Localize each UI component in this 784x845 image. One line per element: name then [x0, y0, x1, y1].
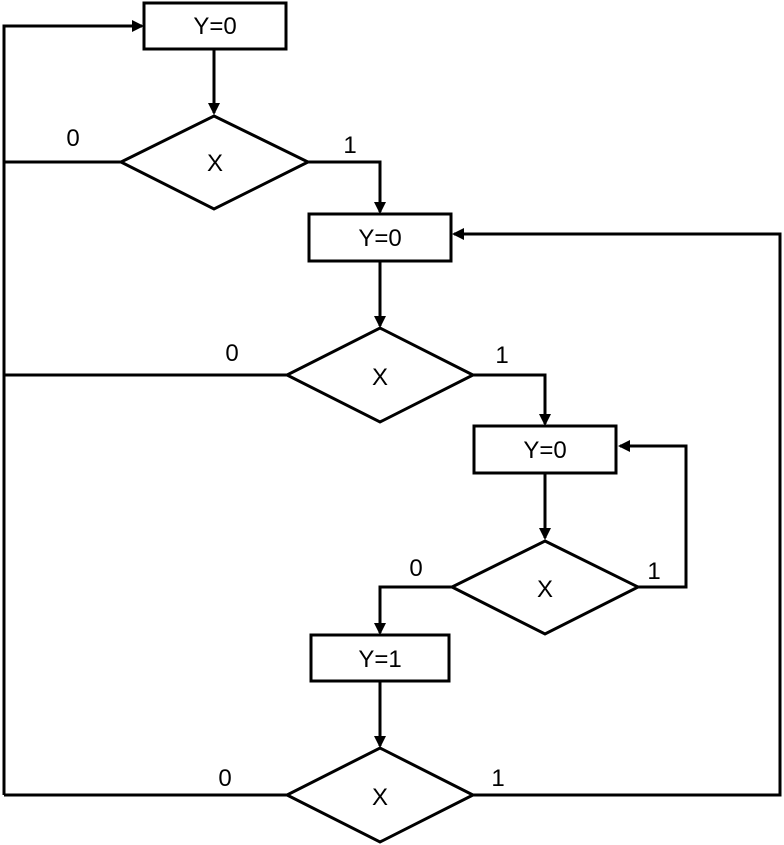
decision-node-2-label: X — [372, 364, 388, 391]
decision-node-3-label: X — [537, 576, 553, 603]
decision-node-1: X — [117, 114, 312, 211]
decision-node-1-label: X — [207, 150, 223, 177]
edge-labels: 0 1 0 1 0 1 0 1 — [66, 125, 660, 792]
process-node-1-label: Y=0 — [193, 13, 236, 40]
edge-d4-p2 — [452, 228, 782, 797]
edge-label-d2-0: 0 — [225, 340, 238, 367]
process-node-3: Y=0 — [472, 424, 618, 475]
edge-label-d1-1: 1 — [343, 132, 356, 159]
process-node-2-label: Y=0 — [358, 225, 401, 252]
edge-label-d4-1: 1 — [491, 765, 504, 792]
edge-d3-p3 — [618, 440, 688, 589]
process-node-4-label: Y=1 — [358, 646, 401, 673]
edge-label-d4-0: 0 — [218, 765, 231, 792]
process-node-4: Y=1 — [309, 633, 451, 683]
edge-label-d1-0: 0 — [66, 125, 79, 152]
decision-node-3: X — [448, 539, 642, 636]
decision-node-4-label: X — [372, 784, 388, 811]
edge-label-d3-0: 0 — [409, 555, 422, 582]
process-node-1: Y=0 — [142, 1, 288, 51]
left-rail — [2, 20, 144, 795]
decision-node-4: X — [283, 746, 477, 844]
edge-d1-p2 — [308, 160, 386, 214]
decision-node-2: X — [283, 326, 477, 424]
edges — [2, 20, 782, 797]
process-node-3-label: Y=0 — [523, 437, 566, 464]
edge-d3-p4 — [374, 585, 452, 635]
edge-label-d2-1: 1 — [495, 342, 508, 369]
edge-label-d3-1: 1 — [647, 558, 660, 585]
process-node-2: Y=0 — [307, 212, 453, 263]
edge-d2-p3 — [473, 373, 551, 426]
